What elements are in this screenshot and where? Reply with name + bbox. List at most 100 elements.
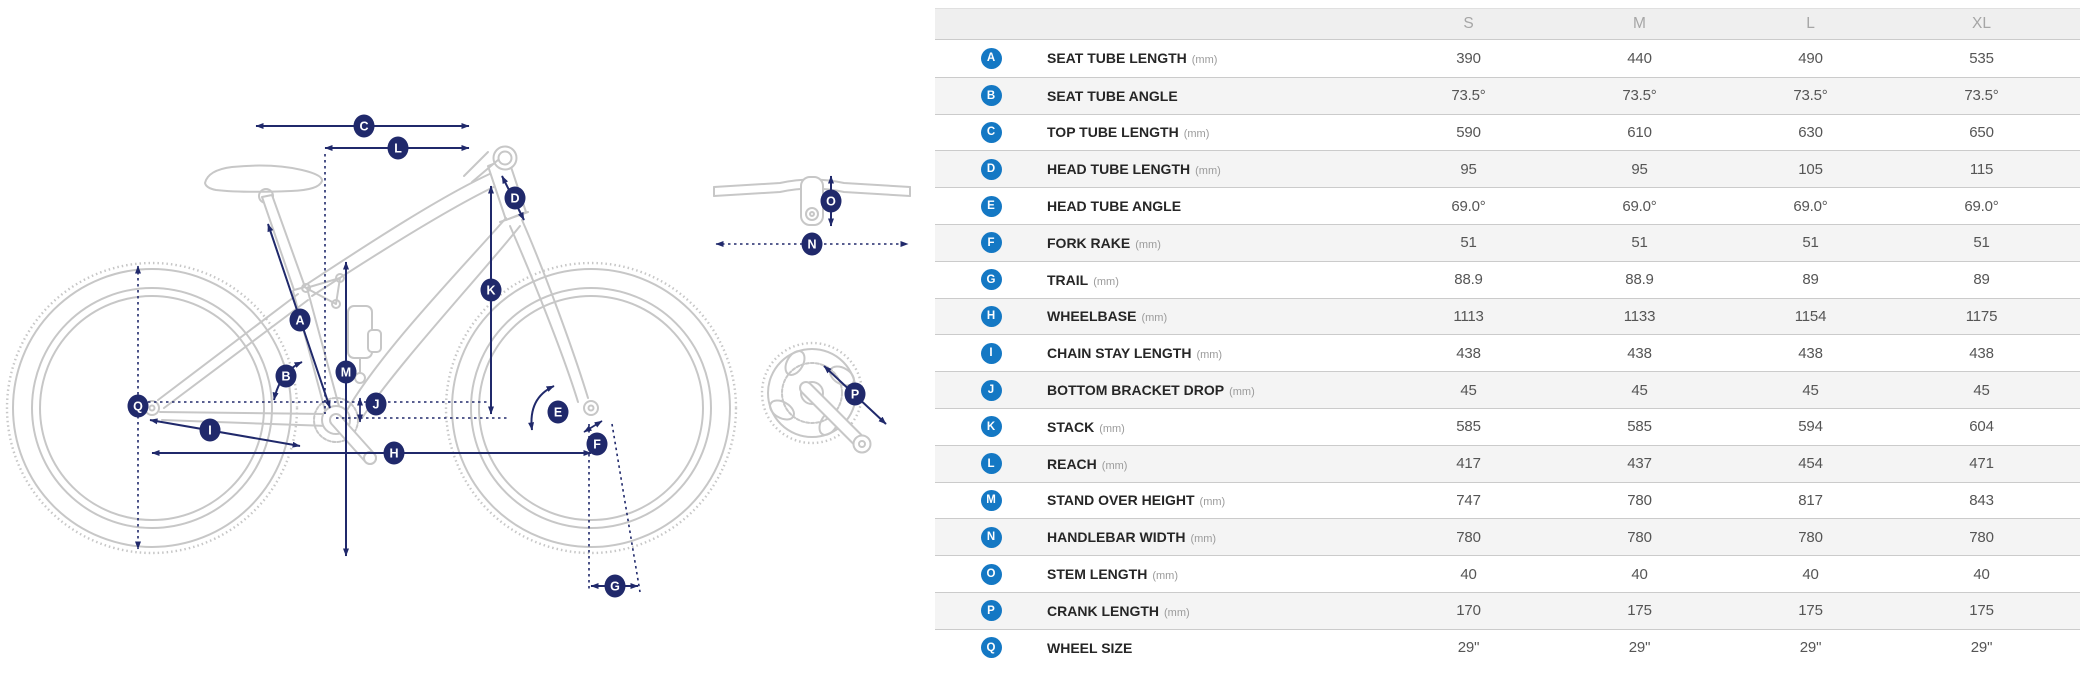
row-badge-cell: E — [935, 195, 1047, 217]
value-xl: 843 — [1969, 491, 1994, 509]
value-l: 89 — [1802, 271, 1819, 289]
chainstay — [159, 411, 327, 415]
row-unit: (mm) — [1093, 275, 1119, 288]
geometry-row: K STACK(mm) 585 585 594 604 — [935, 407, 2080, 445]
row-letter-badge: F — [980, 232, 1002, 254]
row-label-cell: STAND OVER HEIGHT(mm) — [1047, 492, 1383, 508]
diagram-badge-j: J — [365, 392, 387, 416]
row-unit: (mm) — [1099, 422, 1125, 435]
value-s: 438 — [1456, 344, 1481, 362]
value-s: 51 — [1460, 234, 1477, 252]
row-badge-cell: L — [935, 453, 1047, 475]
front-wheel — [444, 261, 738, 555]
row-letter-badge: P — [980, 600, 1002, 622]
row-label-cell: REACH(mm) — [1047, 456, 1383, 472]
svg-text:M: M — [341, 366, 351, 380]
row-label-cell: TRAIL (mm) — [1047, 272, 1383, 288]
svg-text:G: G — [610, 580, 620, 594]
value-xl: 471 — [1969, 455, 1994, 473]
value-l: 490 — [1798, 49, 1823, 67]
row-label: TRAIL — [1047, 271, 1089, 288]
value-m: 40 — [1631, 565, 1648, 583]
value-m: 610 — [1627, 123, 1652, 141]
row-unit: (mm) — [1141, 312, 1168, 325]
value-m: 1133 — [1623, 307, 1656, 325]
value-s: 170 — [1456, 602, 1481, 620]
row-badge-cell: B — [935, 85, 1047, 107]
row-label-cell: FORK RAKE (mm) — [1047, 235, 1383, 251]
value-xl: 1175 — [1965, 307, 1998, 325]
row-label-cell: SEAT TUBE LENGTH(mm) — [1047, 50, 1383, 66]
svg-text:D: D — [510, 192, 519, 206]
svg-text:A: A — [295, 314, 304, 328]
row-letter-badge: C — [980, 121, 1002, 143]
value-s: 1113 — [1453, 307, 1484, 325]
row-badge-cell: I — [935, 342, 1047, 364]
value-s: 780 — [1456, 528, 1481, 546]
row-label: FORK RAKE — [1047, 234, 1131, 251]
diagram-badge-e: E — [547, 400, 569, 424]
row-label-cell: HANDLEBAR WIDTH (mm) — [1047, 529, 1383, 545]
svg-text:F: F — [593, 438, 601, 452]
row-label-cell: SEAT TUBE ANGLE — [1047, 88, 1383, 104]
stem-top-view — [800, 176, 824, 226]
row-badge-cell: O — [935, 563, 1047, 585]
row-label: HANDLEBAR WIDTH — [1047, 529, 1186, 546]
value-xl: 115 — [1969, 160, 1994, 178]
row-unit: (mm) — [1183, 128, 1210, 141]
value-m: 438 — [1627, 344, 1652, 362]
geometry-row: E HEAD TUBE ANGLE 69.0° 69.0° 69.0° 69.0… — [935, 187, 2080, 224]
row-letter-badge: L — [980, 453, 1002, 475]
geometry-row: C TOP TUBE LENGTH(mm) 590 610 630 650 — [935, 113, 2080, 151]
seatpost — [261, 194, 306, 291]
row-label-cell: CHAIN STAY LENGTH(mm) — [1047, 345, 1383, 361]
row-badge-cell: D — [935, 158, 1047, 180]
bike-geometry-diagram: A B C D E F G H I J K L M N O P Q — [5, 114, 911, 598]
value-m: 585 — [1627, 418, 1652, 436]
value-xl: 73.5° — [1964, 87, 1999, 105]
svg-text:H: H — [389, 447, 398, 461]
row-badge-cell: Q — [935, 637, 1047, 659]
row-badge-cell: J — [935, 379, 1047, 401]
row-letter-badge: K — [980, 416, 1002, 438]
value-s: 45 — [1460, 381, 1477, 399]
row-label: BOTTOM BRACKET DROP — [1047, 382, 1225, 399]
size-header-l: L — [1806, 15, 1815, 32]
geometry-row: J BOTTOM BRACKET DROP(mm) 45 45 45 45 — [935, 371, 2080, 408]
value-l: 1154 — [1794, 307, 1827, 325]
fork — [521, 219, 589, 399]
row-label: CRANK LENGTH — [1047, 602, 1159, 619]
diagram-badge-q: Q — [127, 394, 149, 418]
diagram-badge-b: B — [275, 364, 297, 388]
row-unit: (mm) — [1135, 238, 1161, 251]
row-letter-badge: J — [980, 379, 1002, 401]
row-letter-badge: Q — [980, 637, 1002, 659]
row-badge-cell: F — [935, 232, 1047, 254]
row-label: STACK — [1047, 418, 1095, 435]
diagram-badge-i: I — [199, 418, 221, 442]
row-letter-badge: M — [980, 489, 1002, 511]
value-s: 417 — [1456, 455, 1481, 473]
value-xl: 51 — [1973, 234, 1990, 252]
row-badge-cell: N — [935, 526, 1047, 548]
geometry-row: D HEAD TUBE LENGTH(mm) 95 95 105 115 — [935, 150, 2080, 188]
value-s: 88.9 — [1454, 271, 1483, 289]
value-m: 88.9 — [1625, 271, 1654, 289]
row-label-cell: STEM LENGTH(mm) — [1047, 566, 1383, 582]
value-m: 780 — [1627, 491, 1652, 509]
dim-fork-rake — [583, 420, 603, 433]
dim-head-tube-angle — [528, 385, 555, 431]
row-unit: (mm) — [1190, 533, 1217, 546]
row-unit: (mm) — [1101, 459, 1128, 472]
row-unit: (mm) — [1199, 496, 1226, 509]
row-letter-badge: N — [980, 526, 1002, 548]
geometry-row: A SEAT TUBE LENGTH(mm) 390 440 490 535 — [935, 40, 2080, 77]
row-unit: (mm) — [1164, 606, 1190, 619]
row-badge-cell: M — [935, 489, 1047, 511]
value-l: 438 — [1798, 344, 1823, 362]
diagram-badge-k: K — [480, 278, 502, 302]
svg-text:O: O — [826, 195, 836, 209]
value-l: 69.0° — [1793, 197, 1828, 215]
value-m: 780 — [1627, 528, 1652, 546]
